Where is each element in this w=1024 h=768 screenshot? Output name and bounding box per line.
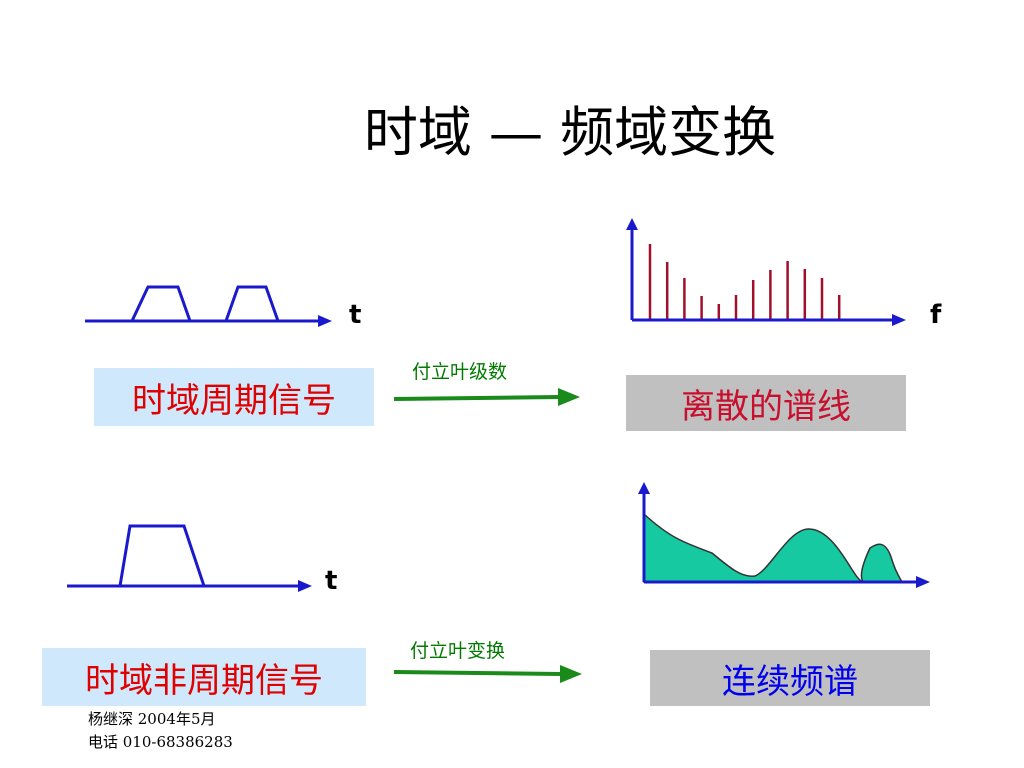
continuous-spectrum-plot bbox=[638, 482, 930, 588]
trapezoid-pulse bbox=[130, 285, 192, 322]
time-axis-label: t bbox=[325, 566, 338, 596]
trapezoid-pulse bbox=[118, 524, 206, 587]
aperiodic-signal-label: 时域非周期信号 bbox=[42, 648, 366, 706]
frequency-axis-label: f bbox=[930, 300, 942, 330]
transform-arrow bbox=[393, 388, 580, 406]
continuous-spectrum-label: 连续频谱 bbox=[650, 650, 930, 706]
trapezoid-pulse bbox=[224, 285, 280, 322]
fourier-transform-caption: 付立叶变换 bbox=[410, 640, 506, 662]
spectrum-area bbox=[643, 512, 904, 583]
axis-arrowhead bbox=[626, 218, 638, 230]
slide-title: 时域 — 频域变换 bbox=[363, 101, 777, 164]
discrete-spectrum-plot bbox=[626, 218, 906, 326]
periodic-signal-plot bbox=[85, 285, 332, 327]
axis-arrowhead bbox=[916, 576, 930, 588]
axis-arrowhead bbox=[298, 580, 312, 592]
transform-arrow bbox=[393, 665, 582, 683]
axis-arrowhead bbox=[892, 314, 906, 326]
axis-arrowhead bbox=[638, 482, 650, 494]
axis-arrowhead bbox=[318, 315, 332, 327]
discrete-lines-label: 离散的谱线 bbox=[626, 375, 906, 431]
author-date: 杨继深 2004年5月 bbox=[88, 710, 216, 728]
fourier-series-caption: 付立叶级数 bbox=[412, 361, 508, 383]
phone-number: 电话 010-68386283 bbox=[88, 733, 233, 751]
aperiodic-signal-plot bbox=[67, 524, 312, 592]
periodic-signal-label: 时域周期信号 bbox=[94, 368, 374, 426]
time-axis-label: t bbox=[349, 300, 362, 330]
